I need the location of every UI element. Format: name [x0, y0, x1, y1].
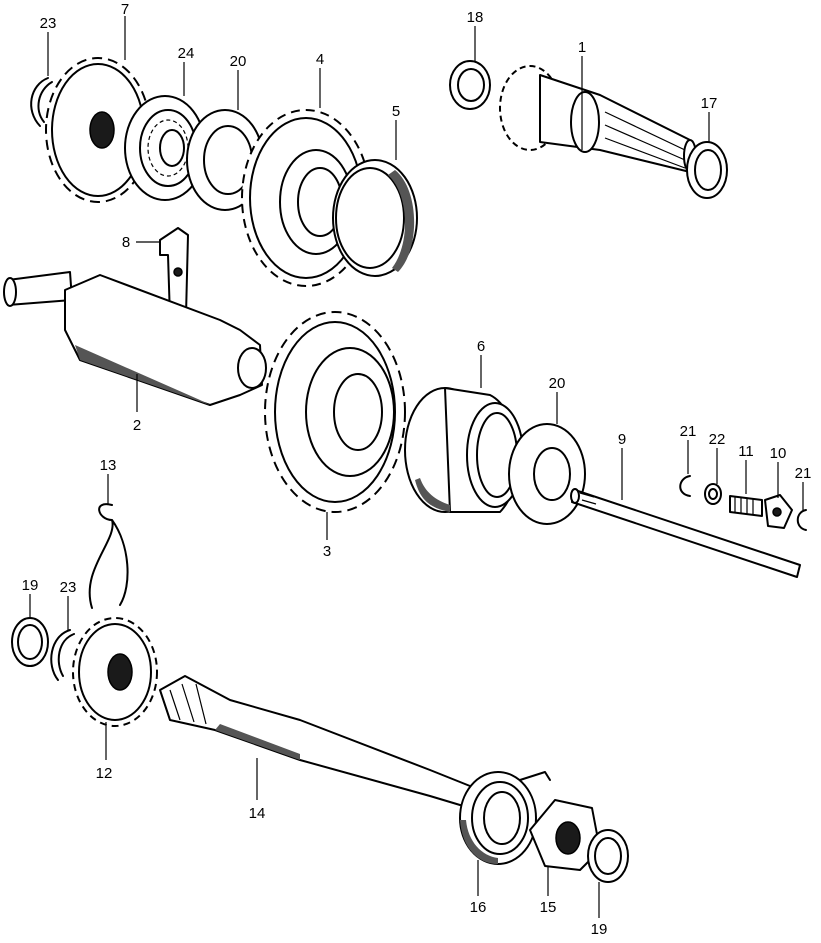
callout-11: 11 [738, 443, 754, 460]
callout-17: 17 [701, 95, 718, 112]
callout-20-middle: 20 [549, 375, 566, 392]
callout-13: 13 [100, 457, 117, 474]
part-13-spring-wire [88, 503, 129, 609]
callout-5: 5 [392, 103, 400, 120]
callout-15: 15 [540, 899, 557, 916]
callout-23-top: 23 [40, 15, 57, 32]
part-21-clip-left [679, 475, 691, 497]
part-2-countershaft [3, 271, 267, 406]
callout-18: 18 [467, 9, 484, 26]
callout-22: 22 [709, 431, 726, 448]
part-23-snap-ring-top [30, 77, 53, 127]
callout-1: 1 [578, 39, 586, 56]
part-16-coil-spring [459, 771, 551, 865]
leader-lines [29, 16, 804, 918]
callout-3: 3 [323, 543, 331, 560]
part-5-bushing [332, 159, 418, 277]
callout-23-bottom: 23 [60, 579, 77, 596]
callout-16: 16 [470, 899, 487, 916]
part-6-sleeve [404, 387, 524, 513]
part-12-gear [72, 617, 158, 727]
callout-9: 9 [618, 431, 626, 448]
part-19-washer-right [587, 829, 629, 883]
part-20-thrust-washer-middle [508, 423, 586, 525]
callout-21-right: 21 [795, 465, 812, 482]
part-10-nut [764, 494, 793, 529]
callout-19-right: 19 [591, 921, 608, 938]
callout-24: 24 [178, 45, 195, 62]
part-22-small-washer [704, 483, 722, 505]
part-11-bolt [729, 495, 763, 517]
callout-6: 6 [477, 338, 485, 355]
part-19-washer-left [11, 617, 49, 667]
callout-7: 7 [121, 1, 129, 18]
callout-20-top: 20 [230, 53, 247, 70]
part-14-kickstarter-spindle [159, 675, 471, 809]
part-21-clip-right [796, 509, 807, 531]
part-9-rod [570, 488, 801, 578]
part-17-washer [686, 141, 728, 199]
callout-8: 8 [122, 234, 130, 251]
callout-19-left: 19 [22, 577, 39, 594]
part-7-sprocket [45, 57, 151, 203]
part-24-bearing [124, 95, 206, 201]
part-18-washer [449, 60, 491, 110]
part-3-gear [264, 311, 406, 513]
callout-2: 2 [133, 417, 141, 434]
callout-12: 12 [96, 765, 113, 782]
callout-labels: 23 7 24 20 4 5 18 1 17 8 2 3 6 20 9 21 2… [22, 1, 812, 938]
callout-10: 10 [770, 445, 787, 462]
part-4-gear [241, 109, 371, 287]
part-15-ratchet [529, 799, 601, 871]
part-1-mainshaft-gear [499, 65, 697, 173]
callout-21-left: 21 [680, 423, 697, 440]
callout-4: 4 [316, 51, 324, 68]
part-23-snap-ring-bottom [50, 629, 75, 681]
callout-14: 14 [249, 805, 266, 822]
